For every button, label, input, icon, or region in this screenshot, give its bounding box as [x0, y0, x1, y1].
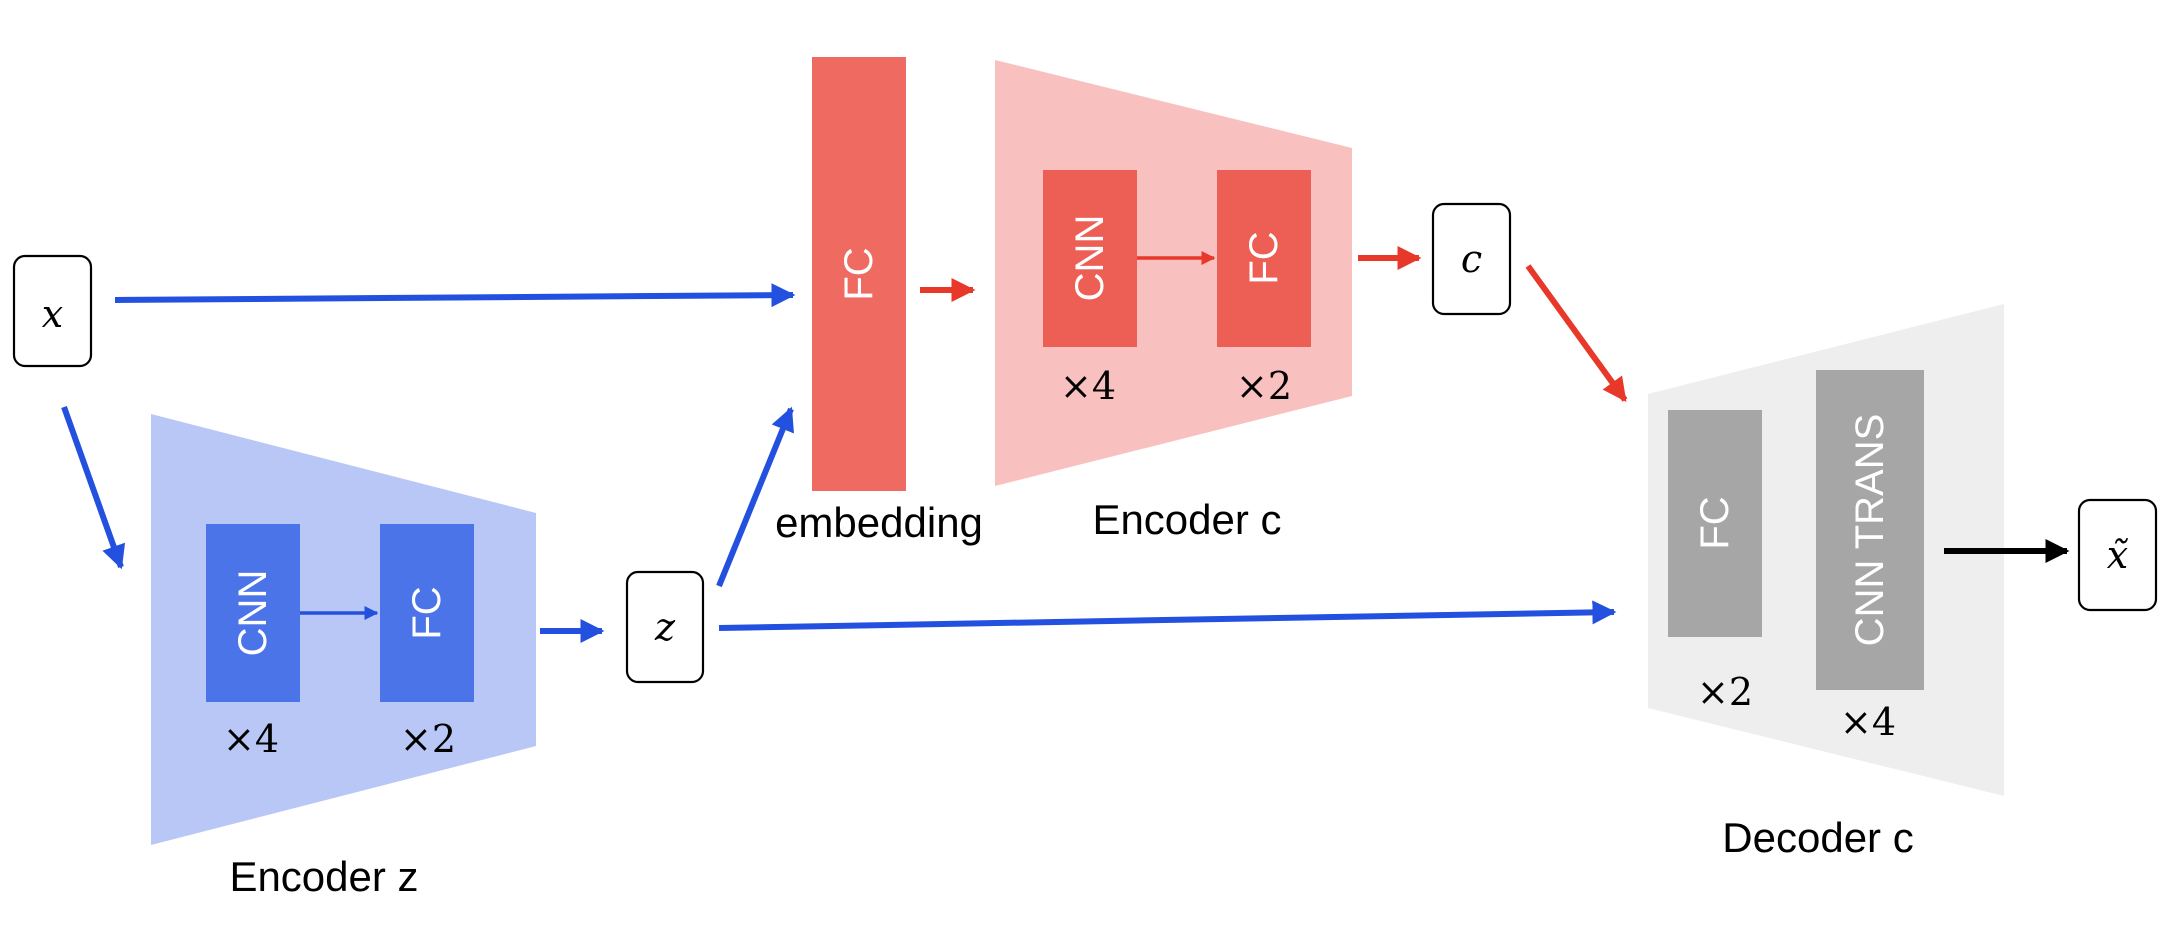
encoder-c-cnn-block [1043, 170, 1137, 347]
embedding-fc-text: FC [837, 247, 881, 300]
decoder-c-cnn-trans-block [1816, 370, 1924, 690]
encoder-c-trapezoid [995, 60, 1352, 486]
encoder-c-fc-repeat: ×2 [1236, 364, 1292, 408]
encoder-c-cnn-repeat: ×4 [1060, 364, 1116, 408]
encoder-z-cnn-text: CNN [231, 570, 275, 657]
decoder-c-cnn-trans-text: CNN TRANS [1848, 414, 1892, 647]
arrow-c-to-decoder [1525, 264, 1628, 402]
decoder-c-fc-block [1668, 410, 1762, 637]
latent-c-box: c [1431, 202, 1512, 316]
arrow-x-to-encoder-z [61, 405, 126, 570]
decoder-c-title: Decoder c [1722, 814, 1913, 861]
encoder-c-title: Encoder c [1092, 496, 1281, 543]
embedding-fc-block [812, 57, 906, 491]
encoder-z-title: Encoder z [229, 853, 418, 900]
encoder-c-fc-block [1217, 170, 1311, 347]
encoder-z-cnn-repeat: ×4 [223, 717, 279, 761]
arrow-x-to-embedding [114, 283, 796, 308]
encoder-z-trapezoid [151, 414, 536, 845]
input-x-box: x [12, 254, 93, 368]
arrow-z-to-embedding [716, 406, 794, 588]
latent-z-label: z [654, 605, 676, 649]
arrow-z-to-decoder [718, 600, 1617, 631]
embedding-title: embedding [775, 499, 983, 546]
decoder-c-fc-repeat: ×2 [1697, 670, 1753, 714]
decoder-c-fc-text: FC [1693, 496, 1737, 549]
decoder-c-cnn-trans-repeat: ×4 [1840, 700, 1896, 744]
encoder-z-cnn-block [206, 524, 300, 702]
output-x-tilde-box: x̃ [2077, 498, 2158, 612]
output-x-tilde-label: x̃ [2107, 533, 2128, 577]
encoder-z-fc-repeat: ×2 [400, 717, 456, 761]
input-x-label: x [42, 292, 63, 336]
encoder-c-cnn-text: CNN [1068, 215, 1112, 302]
encoder-c-fc-text: FC [1242, 231, 1286, 284]
encoder-z-fc-block [380, 524, 474, 702]
encoder-z-fc-text: FC [405, 586, 449, 639]
latent-z-box: z [625, 570, 705, 684]
latent-c-label: c [1461, 237, 1482, 281]
